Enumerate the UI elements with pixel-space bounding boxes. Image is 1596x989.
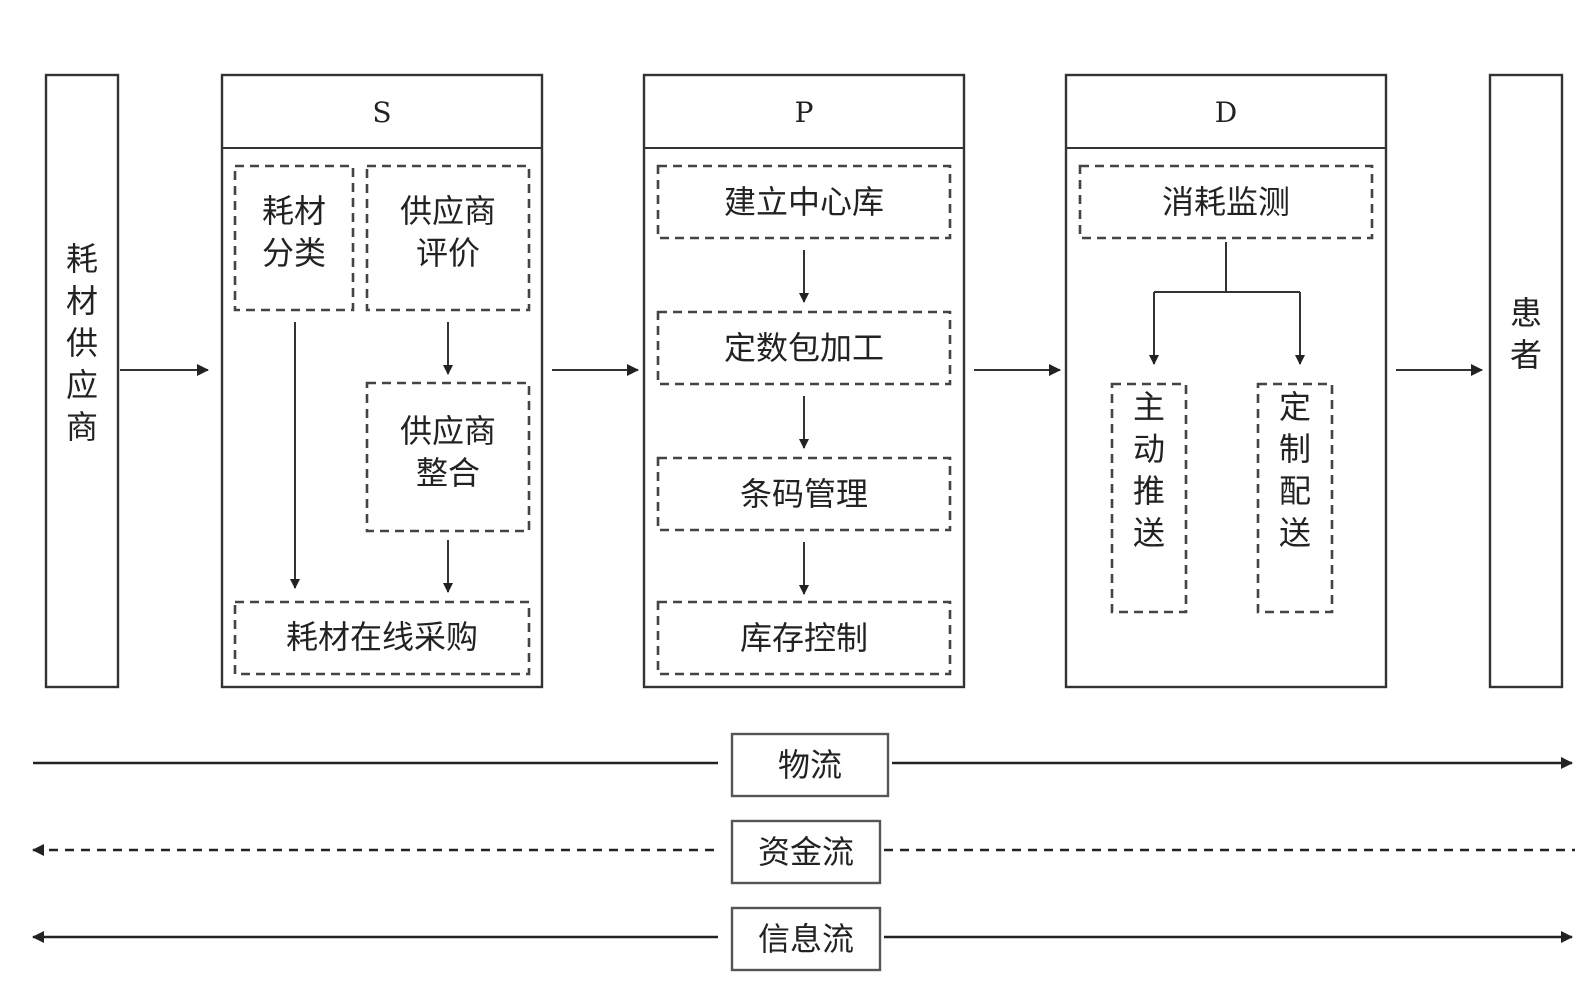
supplier-box: 耗材供应商 [44,73,120,689]
material-flow-label: 物流 [778,746,842,784]
p-step-2-label: 定数包加工 [724,329,884,367]
patient-label: 患者 [1510,294,1542,374]
p-step-3-box: 条码管理 [656,456,952,532]
material-flow: 物流 [33,732,1573,798]
capital-flow: 资金流 [32,819,1575,885]
d-custom-box: 定制配送 [1256,382,1334,614]
p-panel: P 建立中心库 定数包加工 条码管理 库存控制 [642,73,966,689]
d-header: D [1215,96,1237,129]
s-integrate-label: 供应商整合 [400,412,496,492]
p-step-2-box: 定数包加工 [656,310,952,386]
s-classify-label: 耗材分类 [262,192,326,272]
p-header: P [795,96,814,129]
d-push-box: 主动推送 [1110,382,1188,614]
p-step-1-box: 建立中心库 [656,164,952,240]
p-step-4-box: 库存控制 [656,600,952,676]
d-panel: D 消耗监测 主动推送 定制配送 [1064,73,1388,689]
s-integrate-box: 供应商整合 [365,381,531,533]
d-monitor-box: 消耗监测 [1078,164,1374,240]
s-classify-box: 耗材分类 [233,164,355,312]
p-step-3-label: 条码管理 [740,475,868,513]
s-header: S [372,96,391,129]
patient-box: 患者 [1488,73,1564,689]
s-evaluate-label: 供应商评价 [400,192,496,272]
d-branch-connector [1154,242,1300,293]
s-purchase-box: 耗材在线采购 [233,600,531,676]
supplier-label: 耗材供应商 [66,240,98,446]
s-panel: S 耗材分类 供应商评价 供应商整合 耗材在线采购 [220,73,544,689]
d-custom-label: 定制配送 [1279,388,1311,552]
s-purchase-label: 耗材在线采购 [286,618,478,656]
p-step-1-label: 建立中心库 [724,183,884,221]
s-evaluate-box: 供应商评价 [365,164,531,312]
information-flow-label: 信息流 [758,920,854,958]
d-push-label: 主动推送 [1133,388,1165,552]
d-monitor-label: 消耗监测 [1162,183,1290,221]
information-flow: 信息流 [32,906,1573,972]
capital-flow-label: 资金流 [758,833,854,871]
p-step-4-label: 库存控制 [740,619,868,657]
